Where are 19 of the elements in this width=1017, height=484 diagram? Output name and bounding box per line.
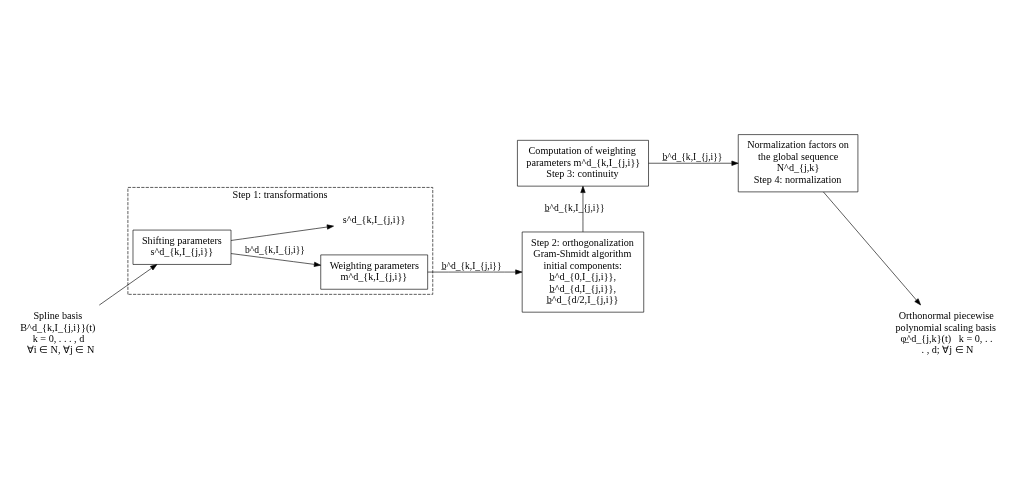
edge-label: b^d_{k,I_{j,i}} bbox=[245, 243, 305, 255]
node-box: Step 2: orthogonalization Gram-Shmidt algorithm initial components: b̲^d_{0,I_{j,i}}, b̲^d_{d,I_{j,i}}, b̲^d_{d/2,I_{j,i}} bbox=[521, 231, 645, 312]
node-box: Weighting parameters m^d_{k,I_{j,i}} bbox=[320, 254, 428, 290]
arrow bbox=[427, 269, 523, 275]
node-box: Normalization factors on the global sequence N^d_{j,k} Step 4: normalization bbox=[737, 133, 859, 192]
arrow bbox=[648, 160, 739, 166]
node-text: s^d_{k,I_{j,i}} bbox=[342, 213, 406, 225]
arrow bbox=[823, 191, 921, 305]
node-text: Spline basis B^d_{k,I_{j,i}}(t) k = 0, . . . , d ∀i ∈ N, ∀j ∈ N bbox=[20, 309, 96, 355]
arrow bbox=[98, 263, 158, 305]
edge-label: b̲^d_{k,I_{j,i}} bbox=[441, 259, 502, 271]
node-text: Orthonormal piecewise polynomial scaling basis φ̲^d_{j,k}(t) k = 0, . . . , d; ∀j ∈ N bbox=[895, 309, 997, 355]
edge-label: b̲^d_{k,I_{j,i}} bbox=[662, 150, 723, 162]
arrow bbox=[580, 185, 586, 232]
node-box: Computation of weighting parameters m^d_{k,I_{j,i}} Step 3: continuity bbox=[517, 139, 649, 186]
arrow bbox=[230, 252, 321, 267]
node-box: Shifting parameters s^d_{k,I_{j,i}} bbox=[132, 229, 232, 265]
edge-label: b̲^d_{k,I_{j,i}} bbox=[544, 201, 605, 213]
arrow bbox=[230, 224, 334, 241]
